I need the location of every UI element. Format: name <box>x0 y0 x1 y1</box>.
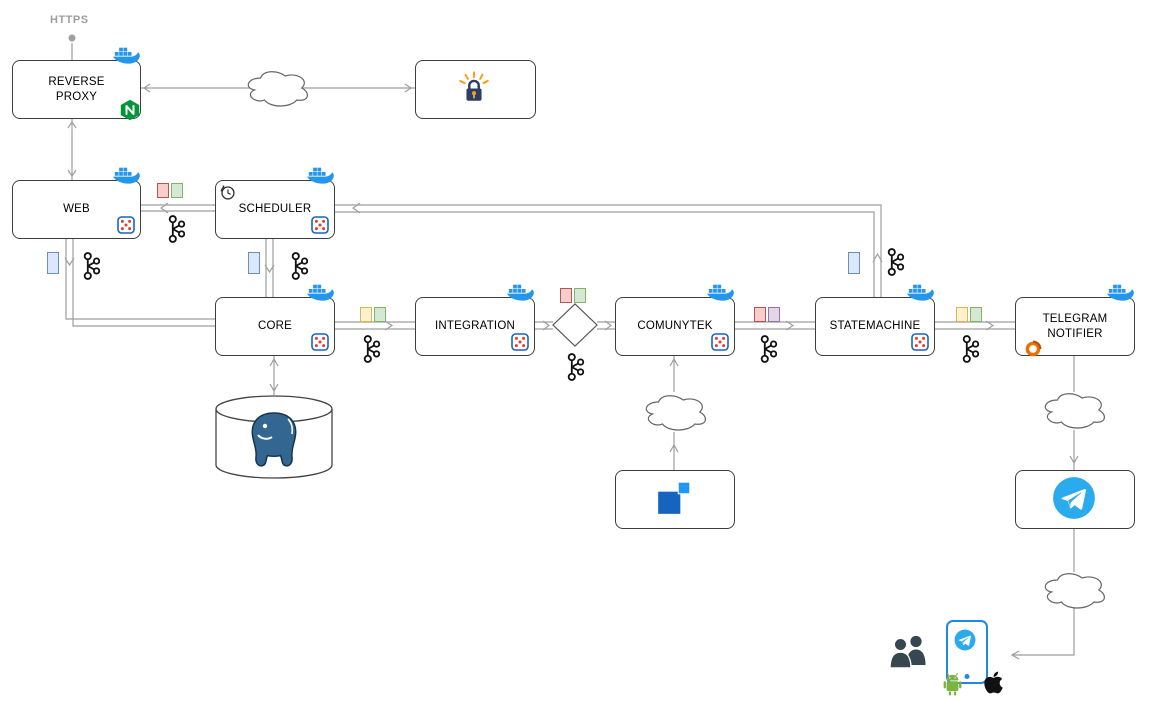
swirl-icon <box>1024 340 1042 358</box>
telegram-icon <box>954 629 976 651</box>
node-label: COMUNYTEK <box>637 320 713 333</box>
queue-cell-green <box>171 183 183 198</box>
node-label: WEB <box>63 203 90 216</box>
kafka-icon <box>757 334 779 364</box>
node-comunytek: COMUNYTEK <box>615 297 735 356</box>
node-label: TELEGRAM NOTIFIER <box>1042 312 1108 340</box>
node-label: INTEGRATION <box>435 320 515 333</box>
queue-cell-yellow <box>956 307 968 322</box>
docker-icon <box>706 284 736 306</box>
node-label: CORE <box>257 320 293 333</box>
docker-icon <box>906 284 936 306</box>
cloud-shape <box>1044 393 1105 429</box>
https-endpoint-dot <box>68 34 76 42</box>
queue-cell-red <box>157 183 169 198</box>
queue-red-green-icon <box>560 288 586 303</box>
cloud-shape <box>645 395 706 431</box>
queue-blue-icon <box>248 252 260 274</box>
node-label: STATEMACHINE <box>829 320 921 333</box>
queue-yellow-green-icon <box>360 307 386 322</box>
queue-cell-green <box>574 288 586 303</box>
decision-diamond <box>552 303 598 347</box>
https-label: HTTPS <box>50 14 89 26</box>
cloud-shape <box>1044 573 1105 609</box>
queue-blue-icon <box>47 252 59 274</box>
docker-icon <box>112 167 142 189</box>
kafka-icon <box>884 247 906 277</box>
postgresql-icon <box>215 395 333 479</box>
connector-lines <box>65 43 1075 656</box>
dice-icon <box>311 333 329 351</box>
dice-icon <box>311 216 329 234</box>
queue-blue-icon <box>848 252 860 274</box>
docker-icon <box>1106 284 1136 306</box>
users-icon <box>886 633 932 669</box>
nginx-icon <box>119 99 141 121</box>
dice-icon <box>511 333 529 351</box>
dice-icon <box>711 333 729 351</box>
node-label: SCHEDULER <box>238 203 312 216</box>
queue-cell-purple <box>768 307 780 322</box>
apple-icon <box>984 670 1003 695</box>
arrowheads <box>64 83 1079 660</box>
queue-red-purple-icon <box>754 307 780 322</box>
squares-logo-icon <box>655 479 693 517</box>
queue-red-green-icon <box>157 183 183 198</box>
cloud-shape <box>247 71 308 107</box>
queue-cell-red <box>754 307 766 322</box>
dice-icon <box>911 333 929 351</box>
queue-cell-yellow <box>360 307 372 322</box>
queue-cell-green <box>970 307 982 322</box>
lets-encrypt-lock-icon <box>457 71 491 105</box>
kafka-icon <box>360 334 382 364</box>
kafka-icon <box>80 251 102 281</box>
kafka-icon <box>165 214 187 244</box>
docker-icon <box>306 284 336 306</box>
node-reverse-proxy: REVERSE PROXY <box>12 60 141 119</box>
docker-icon <box>506 284 536 306</box>
dice-icon <box>117 216 135 234</box>
queue-cell-green <box>374 307 386 322</box>
smartphone-icon <box>946 620 988 684</box>
node-label: REVERSE PROXY <box>48 75 105 103</box>
docker-icon <box>306 167 336 189</box>
docker-icon <box>112 47 142 69</box>
phone-home-button <box>964 674 970 679</box>
android-icon <box>943 672 962 696</box>
kafka-icon <box>959 334 981 364</box>
kafka-icon <box>288 251 310 281</box>
queue-yellow-green-icon <box>956 307 982 322</box>
telegram-icon <box>1052 476 1096 520</box>
clock-icon <box>219 184 236 201</box>
queue-cell-red <box>560 288 572 303</box>
node-statemachine: STATEMACHINE <box>815 297 935 356</box>
kafka-icon <box>564 352 586 382</box>
node-telegram-notifier: TELEGRAM NOTIFIER <box>1015 297 1135 356</box>
